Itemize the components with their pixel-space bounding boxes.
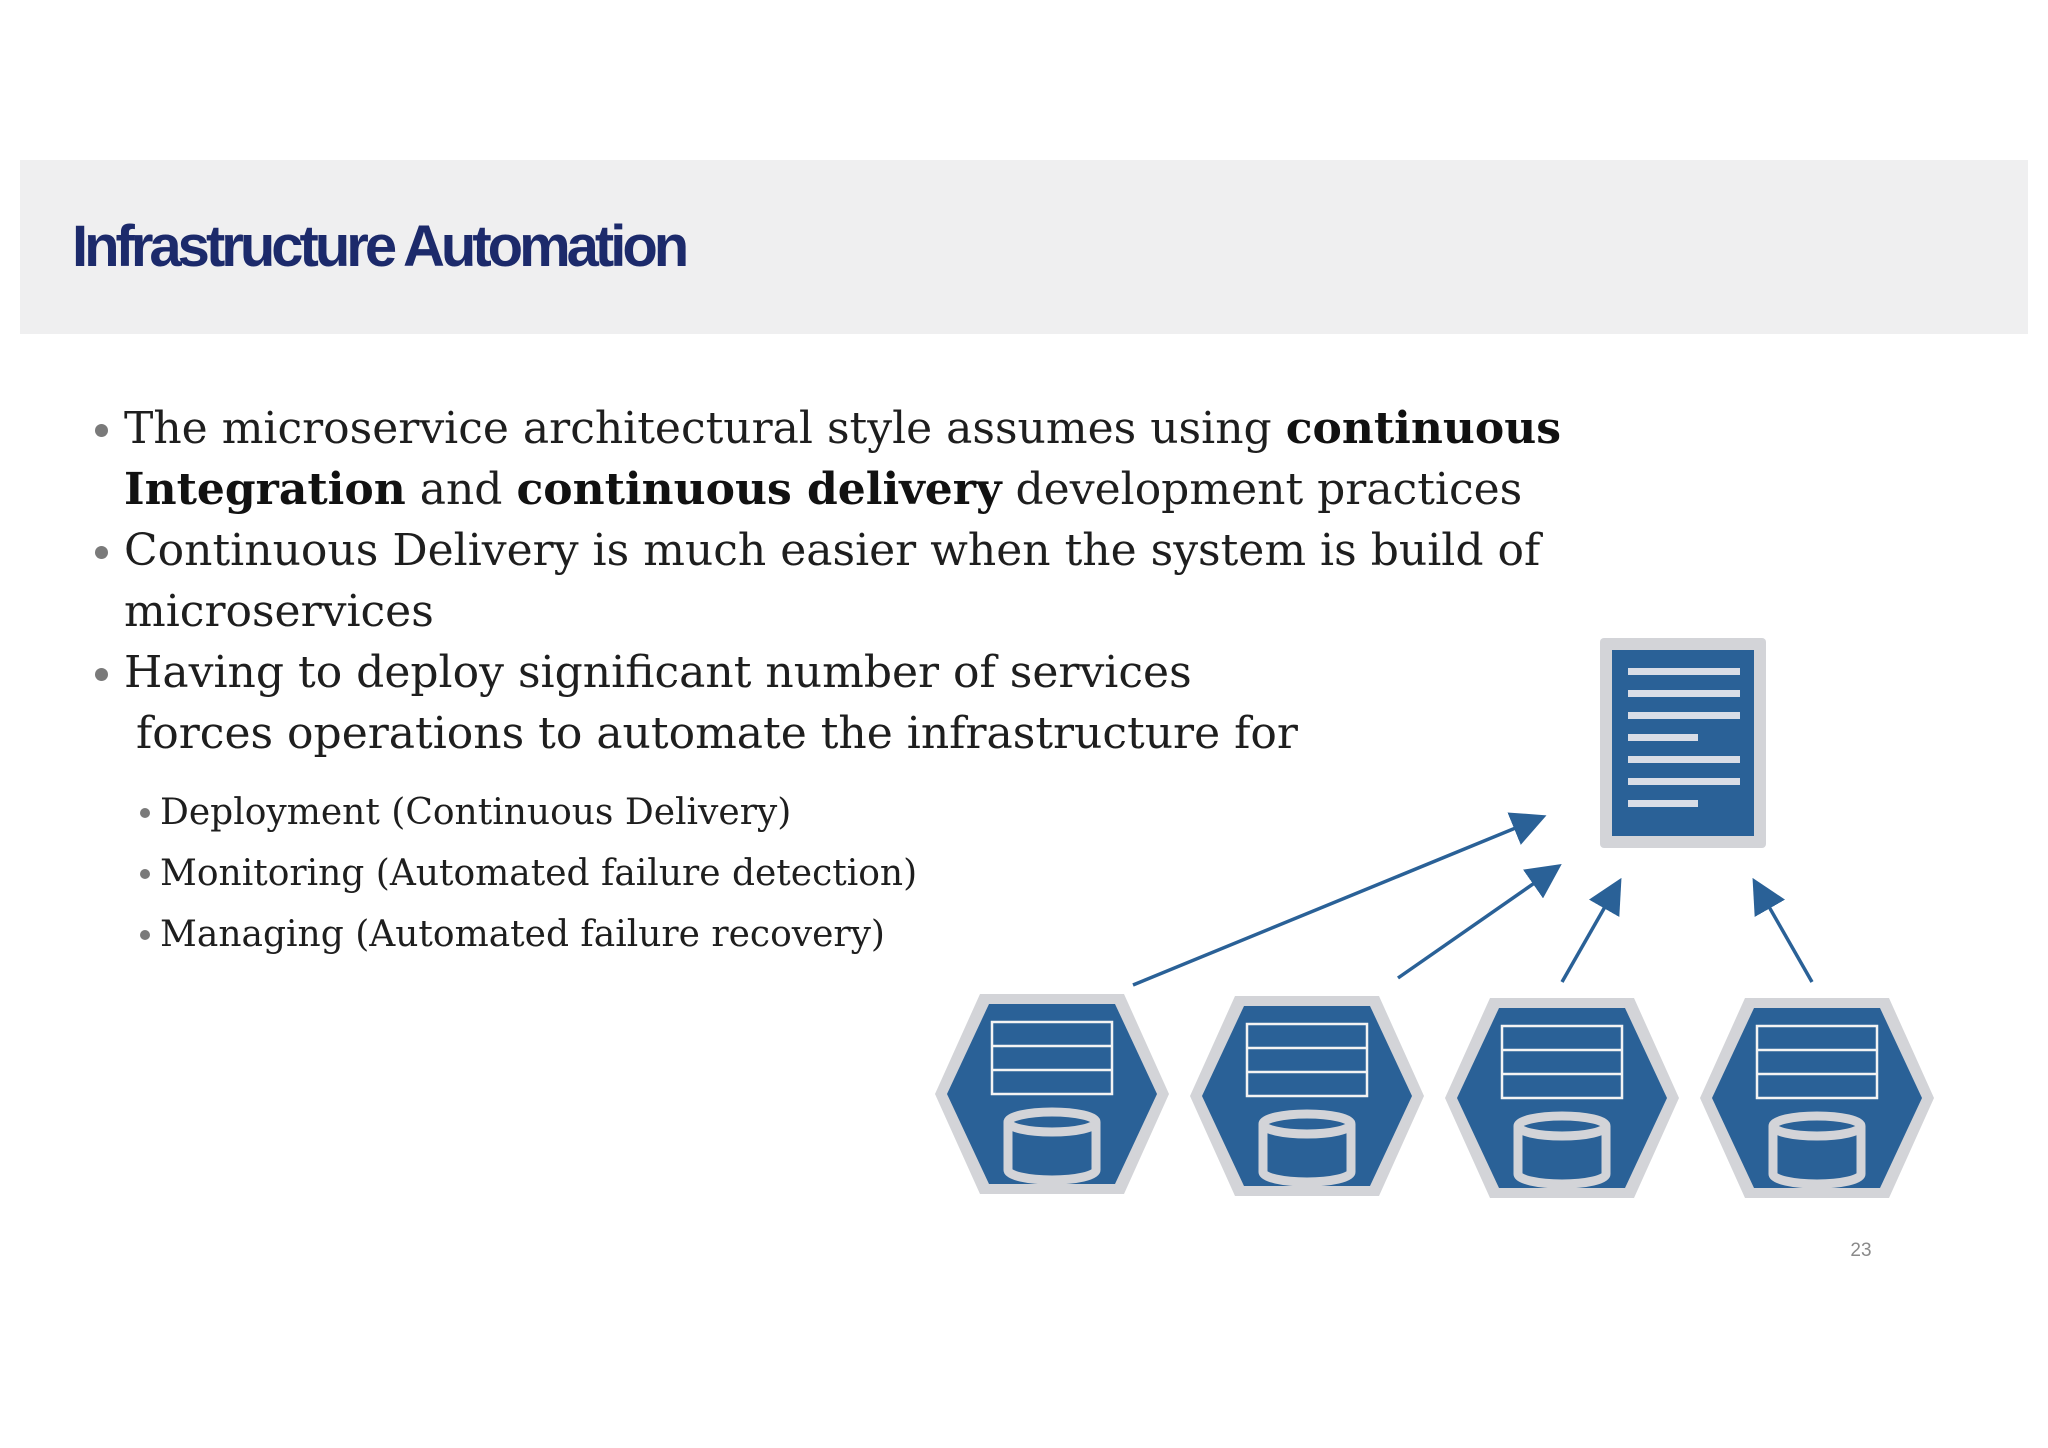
bullet-text: and — [405, 464, 517, 515]
microservice-icon — [1190, 996, 1424, 1196]
arrow — [1397, 864, 1562, 980]
sub-bullet-item: Managing (Automated failure recovery) — [138, 904, 1692, 965]
bullet-item: The microservice architectural style ass… — [92, 398, 1692, 520]
sub-bullet-item: Deployment (Continuous Delivery) — [138, 782, 1692, 843]
page-number: 23 — [1850, 1240, 1872, 1261]
title-band — [20, 160, 2028, 334]
bullet-list: The microservice architectural style ass… — [92, 398, 1692, 965]
bullet-bold-text: continuous delivery — [516, 464, 1002, 515]
microservice-icon — [935, 994, 1169, 1194]
bullet-bold-text: continuous Integration — [124, 403, 1561, 515]
arrows — [1132, 812, 1814, 987]
arrow — [1560, 877, 1622, 983]
sub-bullet-list: Deployment (Continuous Delivery) Monitor… — [92, 782, 1692, 965]
bullet-text: Having to deploy significant number of s… — [124, 647, 1192, 698]
bullet-text: The microservice architectural style ass… — [124, 403, 1286, 454]
arrow — [1752, 877, 1814, 983]
bullet-item: Having to deploy significant number of s… — [92, 642, 1692, 764]
bullet-text: Continuous Delivery is much easier when … — [124, 525, 1541, 637]
arrow — [1132, 812, 1547, 987]
microservice-icon — [1445, 998, 1679, 1198]
server-document-icon — [1600, 638, 1766, 848]
bullet-item: Continuous Delivery is much easier when … — [92, 520, 1704, 642]
bullet-text-continued: forces operations to automate the infras… — [136, 708, 1298, 759]
microservice-icon — [1700, 998, 1934, 1198]
bullet-text: development practices — [1001, 464, 1523, 515]
sub-bullet-item: Monitoring (Automated failure detection) — [138, 843, 1692, 904]
slide-title: Infrastructure Automation — [72, 214, 689, 279]
